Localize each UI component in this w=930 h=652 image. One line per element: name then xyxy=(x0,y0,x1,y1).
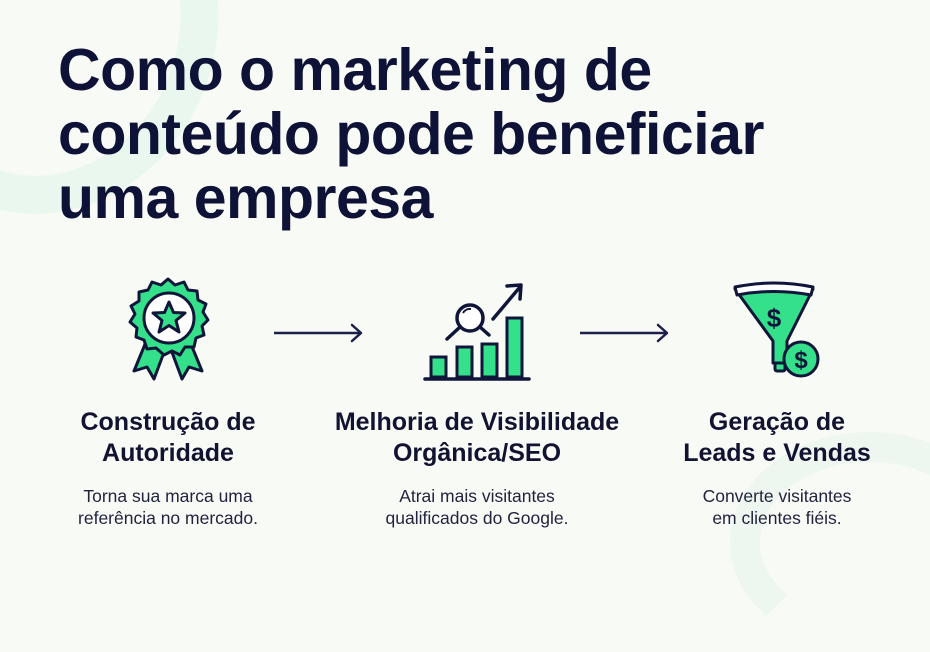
award-ribbon-star-icon xyxy=(18,275,318,385)
step-title-line: Orgânica/SEO xyxy=(392,439,562,467)
step-title-line: Autoridade xyxy=(102,439,234,467)
svg-text:$: $ xyxy=(794,347,808,374)
step-description-line: Torna sua marca uma xyxy=(83,486,253,506)
step-authority: Construção de Autoridade Torna sua marca… xyxy=(18,275,318,529)
arrow-right-icon xyxy=(580,323,669,343)
step-description: Torna sua marca uma referência no mercad… xyxy=(18,485,318,529)
svg-text:$: $ xyxy=(767,303,782,333)
step-title-line: Geração de xyxy=(708,408,846,436)
step-description-line: qualificados do Google. xyxy=(385,508,569,528)
step-title-line: Leads e Vendas xyxy=(683,439,871,467)
step-description-line: Atrai mais visitantes xyxy=(399,486,555,506)
step-description-line: em clientes fiéis. xyxy=(712,508,842,528)
page-title: Como o marketing de conteúdo pode benefi… xyxy=(58,38,764,230)
step-description: Atrai mais visitantes qualificados do Go… xyxy=(327,485,627,529)
step-description: Converte visitantes em clientes fiéis. xyxy=(627,485,927,529)
step-description-line: referência no mercado. xyxy=(78,508,258,528)
step-description-line: Converte visitantes xyxy=(702,486,852,506)
step-title: Melhoria de Visibilidade Orgânica/SEO xyxy=(327,407,627,469)
growth-chart-magnifier-icon xyxy=(327,275,627,385)
title-line-1: Como o marketing de xyxy=(58,37,652,103)
arrow-right-icon xyxy=(274,323,363,343)
sales-funnel-dollar-icon: $ $ xyxy=(627,275,927,385)
step-title: Geração de Leads e Vendas xyxy=(627,407,927,469)
step-seo-visibility: Melhoria de Visibilidade Orgânica/SEO At… xyxy=(327,275,627,529)
title-line-3: uma empresa xyxy=(58,165,433,231)
step-title-line: Melhoria de Visibilidade xyxy=(334,408,620,436)
step-title-line: Construção de xyxy=(80,408,256,436)
benefits-flow: Construção de Autoridade Torna sua marca… xyxy=(0,275,930,575)
title-line-2: conteúdo pode beneficiar xyxy=(58,101,764,167)
step-leads-sales: $ $ Geração de Leads e Vendas Converte v… xyxy=(627,275,927,529)
step-title: Construção de Autoridade xyxy=(18,407,318,469)
